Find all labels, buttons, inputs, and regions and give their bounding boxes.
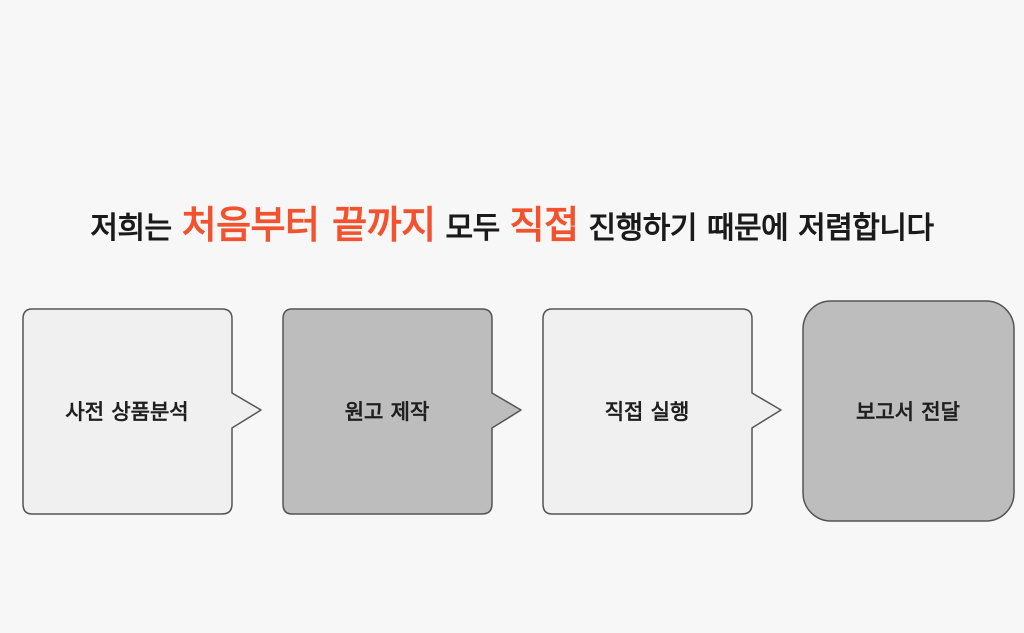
step-3-callout-box [542, 308, 782, 515]
step-4-label: 보고서 전달 [856, 400, 960, 424]
step-1: 사전 상품분석 [22, 308, 262, 515]
headline-segment-3: 진행하기 때문에 저렴합니다 [578, 211, 935, 246]
step-3-label: 직접 실행 [605, 400, 690, 424]
headline-segment-1: 저희는 [90, 211, 182, 246]
headline: 저희는 처음부터 끝까지 모두 직접 진행하기 때문에 저렴합니다 [0, 194, 1024, 249]
step-4-box [802, 300, 1015, 522]
step-2-label: 원고 제작 [345, 400, 430, 424]
step-1-label: 사전 상품분석 [65, 400, 188, 424]
headline-highlight-1: 처음부터 끝까지 [181, 203, 436, 247]
step-1-callout-box [22, 308, 262, 515]
step-2-callout-box [282, 308, 522, 515]
headline-highlight-2: 직접 [509, 203, 579, 247]
step-4: 보고서 전달 [802, 300, 1015, 522]
step-3: 직접 실행 [542, 308, 782, 515]
step-2: 원고 제작 [282, 308, 522, 515]
headline-segment-2: 모두 [435, 211, 510, 246]
